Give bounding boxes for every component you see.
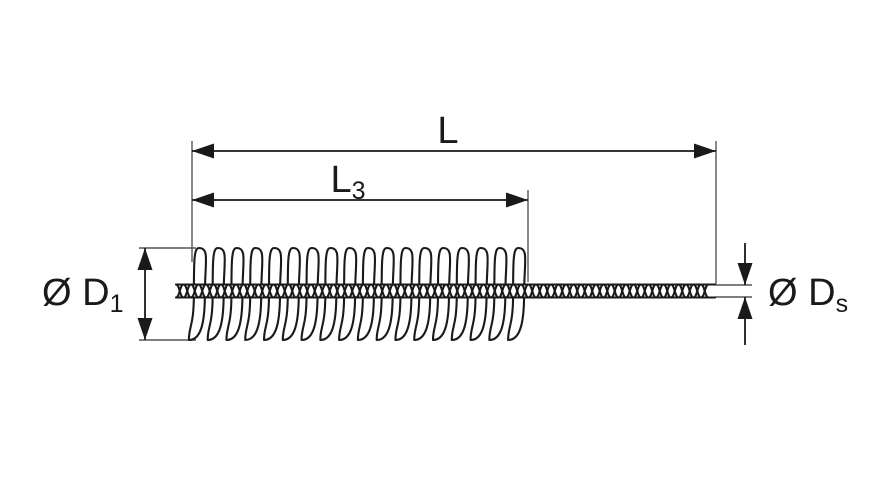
stem-diameter-arrow-bottom [737, 297, 753, 319]
label-L3-subscript: 3 [352, 177, 366, 205]
label-L3: L3 [330, 159, 365, 205]
stem-diameter-dimension [737, 243, 753, 345]
label-Ds: Ø Ds [768, 272, 848, 318]
bristle-length-dimension [192, 192, 528, 208]
brush-diameter-arrow-top [137, 248, 153, 270]
label-D1-letter: D [82, 272, 109, 314]
bristle-length-arrow-right [506, 192, 528, 208]
overall-length-arrow-left [192, 143, 214, 159]
brush-diameter-dimension [137, 248, 153, 340]
overall-length-dimension [192, 143, 716, 159]
label-D1-subscript: 1 [110, 290, 124, 318]
bristle-length-arrow-left [192, 192, 214, 208]
label-Ds-subscript: s [836, 290, 849, 318]
label-Ds-prefix: Ø [768, 272, 808, 314]
label-L: L [437, 110, 458, 152]
label-L3-letter: L [330, 159, 351, 201]
brush-diameter-arrow-bottom [137, 318, 153, 340]
label-Ds-letter: D [808, 272, 835, 314]
label-L-letter: L [437, 110, 458, 152]
label-D1-prefix: Ø [42, 272, 82, 314]
stem-body [176, 284, 715, 298]
overall-length-arrow-right [694, 143, 716, 159]
stem-diameter-arrow-top [737, 263, 753, 285]
twisted-wire-stem-group [174, 283, 717, 299]
label-D1: Ø D1 [42, 272, 123, 318]
dimension-lines-group [137, 143, 753, 345]
